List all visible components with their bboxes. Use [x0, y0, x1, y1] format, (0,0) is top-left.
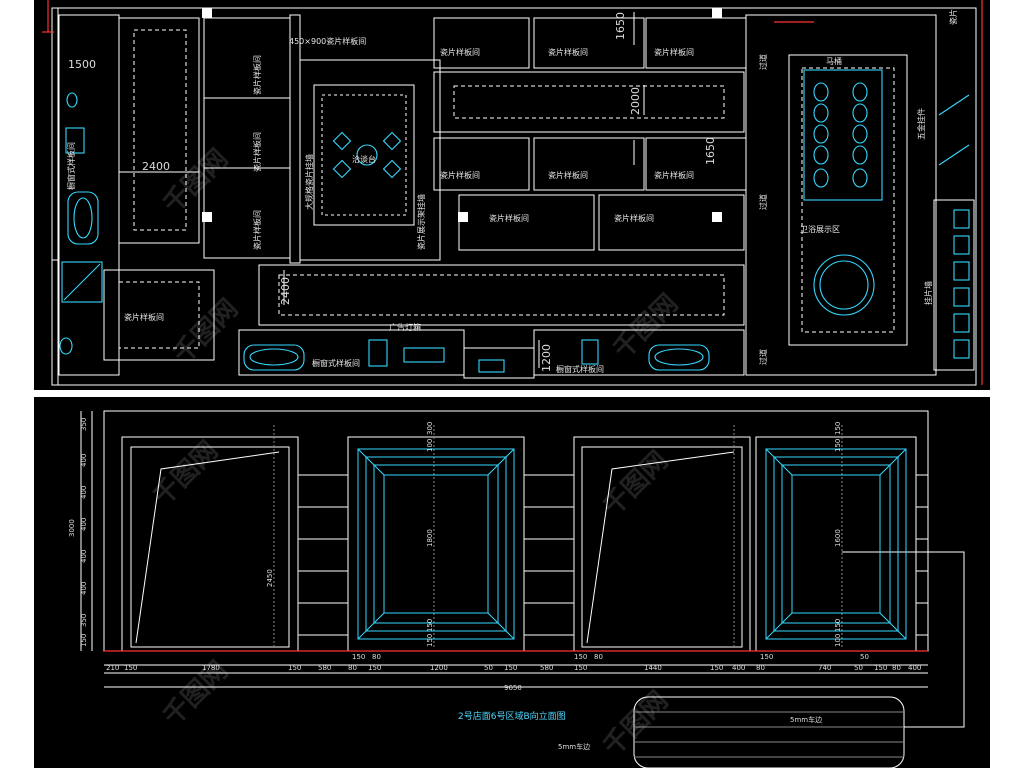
label-aisle-3: 过道	[758, 349, 768, 365]
label-right-panel: 挂片墙	[923, 281, 933, 305]
width-dim-18: 50	[854, 664, 863, 672]
width-top-dim-6: 50	[860, 653, 869, 661]
frame-bot-dim-2: 150	[426, 634, 434, 647]
watermark-text-2: 千图网	[168, 294, 244, 370]
elev-height-8: 150	[80, 634, 88, 647]
label-shower-room-bottom-right: 橱窗式样板间	[556, 364, 604, 374]
width-dim-13: 1440	[644, 664, 662, 672]
watermark-text-6: 千图网	[598, 446, 674, 522]
width-dim-17: 740	[818, 664, 831, 672]
label-negotiation-table: 洽谈台	[352, 154, 376, 164]
watermark-text-3: 千图网	[608, 289, 684, 365]
width-dim-12: 150	[574, 664, 587, 672]
label-tile-room-left-a: 瓷片样板间	[252, 55, 262, 95]
frame-top-dim-4: 150	[834, 439, 842, 452]
frame-bot-dim-4: 100	[834, 634, 842, 647]
floor-plan-drawing: 1500 2400 2400 1650 1650 2000 1200 450×9…	[42, 0, 983, 386]
floor-plan-panel: 1500 2400 2400 1650 1650 2000 1200 450×9…	[34, 0, 990, 390]
label-tile-room-mid-a: 瓷片样板间	[440, 170, 480, 180]
label-tile-room-left-c: 瓷片样板间	[252, 210, 262, 250]
label-aisle-1: 过道	[758, 54, 768, 70]
elev-height-3: 400	[80, 486, 88, 499]
width-dim-6: 80	[348, 664, 357, 672]
label-tile-room-mid-c: 瓷片样板间	[654, 170, 694, 180]
label-tile-room-bottom-left: 瓷片样板间	[124, 312, 164, 322]
label-toilet: 马桶	[826, 56, 842, 66]
elev-height-6: 400	[80, 582, 88, 595]
elev-height-1: 350	[80, 418, 88, 431]
label-tile-room-top-a: 瓷片样板间	[440, 47, 480, 57]
width-top-dim-1: 150	[352, 653, 365, 661]
width-dim-3: 1780	[202, 664, 220, 672]
note-5mm: 5mm车边	[790, 715, 822, 724]
elevation-panel: 350 400 400 400 400 400 350 150 3000 245…	[34, 397, 990, 768]
width-dim-15: 400	[732, 664, 745, 672]
width-dim-1: 210	[106, 664, 119, 672]
label-note-right-top: 瓷片	[948, 9, 958, 25]
label-tile-room-top-b: 瓷片样板间	[548, 47, 588, 57]
watermark-text-7: 千图网	[598, 686, 674, 762]
width-dim-16: 80	[756, 664, 765, 672]
watermark-text-5: 千图网	[158, 656, 234, 732]
dim-1650-a: 1650	[614, 12, 627, 40]
elevation-drawing: 350 400 400 400 400 400 350 150 3000 245…	[68, 410, 965, 768]
watermark-text-1: 千图网	[158, 144, 234, 220]
label-tile-room-low-b: 瓷片样板间	[614, 213, 654, 223]
label-tile-room-mid-b: 瓷片样板间	[548, 170, 588, 180]
label-hanging-rack: 瓷片展示架挂墙	[416, 194, 426, 250]
width-top-dim-3: 150	[574, 653, 587, 661]
width-dim-11: 580	[540, 664, 553, 672]
width-dim-9: 150	[504, 664, 517, 672]
dim-2400-b: 2400	[279, 277, 292, 305]
frame-height-1: 1800	[426, 529, 434, 547]
frame-top-dim-1: 300	[426, 422, 434, 435]
watermark-group-elev: 千图网 千图网 千图网 千图网	[148, 436, 674, 762]
elev-height-4: 400	[80, 518, 88, 531]
width-top-dim-4: 80	[594, 653, 603, 661]
dim-1200: 1200	[540, 344, 553, 372]
width-dim-10: 50	[484, 664, 493, 672]
width-dim-4: 150	[288, 664, 301, 672]
width-dim-14: 150	[710, 664, 723, 672]
note-small: 5mm车边	[558, 742, 590, 751]
label-display-wall: 大规格瓷片挂墙	[304, 154, 314, 210]
dim-2000: 2000	[629, 87, 642, 115]
dim-1500: 1500	[68, 58, 96, 71]
frame-height-2: 1600	[834, 529, 842, 547]
label-sanitary-display: 卫浴展示区	[800, 224, 840, 234]
total-width-dim: 9650	[504, 684, 522, 692]
dim-1650-b: 1650	[704, 137, 717, 165]
width-dim-8: 1200	[430, 664, 448, 672]
elevation-title: 2号店面6号区域B向立面图	[458, 710, 566, 722]
width-dim-7: 150	[368, 664, 381, 672]
label-ad-lightbox: 广告灯箱	[389, 322, 421, 332]
width-dim-20: 80	[892, 664, 901, 672]
label-aisle-2: 过道	[758, 194, 768, 210]
frame-bot-dim-1: 150	[426, 619, 434, 632]
label-tile-room-low-a: 瓷片样板间	[489, 213, 529, 223]
label-450-room: 450×900瓷片样板间	[289, 36, 366, 46]
watermark-group: 千图网 千图网 千图网	[158, 144, 684, 370]
label-tile-room-left-b: 瓷片样板间	[252, 132, 262, 172]
label-shower-room-left: 橱窗式样板间	[66, 142, 76, 190]
door-height-1: 2450	[266, 569, 274, 587]
width-top-dim-5: 150	[760, 653, 773, 661]
elev-total-height: 3000	[68, 519, 76, 537]
elev-height-7: 350	[80, 614, 88, 627]
label-hardware-rack: 五金挂件	[916, 108, 926, 140]
width-top-dim-2: 80	[372, 653, 381, 661]
elev-height-5: 400	[80, 550, 88, 563]
width-dim-21: 400	[908, 664, 921, 672]
width-dim-2: 150	[124, 664, 137, 672]
width-dim-19: 150	[874, 664, 887, 672]
frame-bot-dim-3: 150	[834, 619, 842, 632]
elev-height-2: 400	[80, 454, 88, 467]
dim-2400-a: 2400	[142, 160, 170, 173]
frame-top-dim-2: 100	[426, 439, 434, 452]
label-shower-room-bottom: 橱窗式样板间	[312, 358, 360, 368]
width-dim-5: 580	[318, 664, 331, 672]
label-tile-room-top-c: 瓷片样板间	[654, 47, 694, 57]
frame-top-dim-3: 150	[834, 422, 842, 435]
